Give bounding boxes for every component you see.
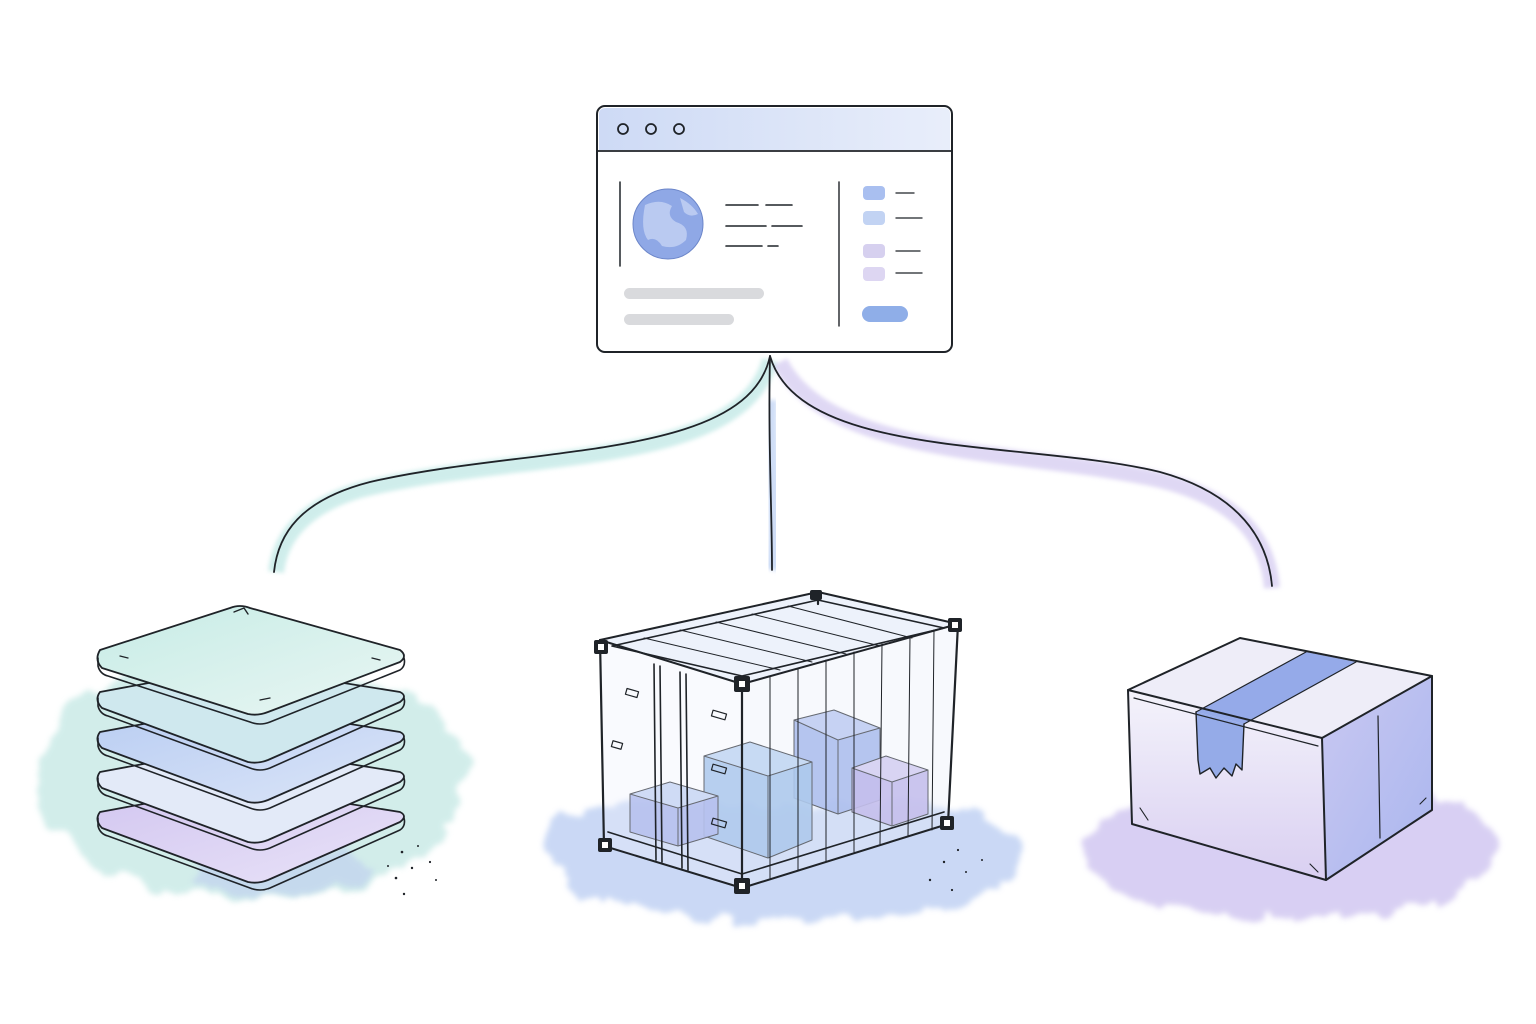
box-icon <box>1085 637 1498 918</box>
layer-1 <box>96 605 406 725</box>
window-dot-2 <box>645 123 657 135</box>
connectors <box>268 355 1280 589</box>
cargo-cubes <box>629 709 929 859</box>
browser-window-icon <box>596 105 953 353</box>
connector-to-layer-stack <box>273 355 771 573</box>
connector-wash-left <box>268 357 778 574</box>
ink-speckles-left <box>387 845 437 896</box>
packing-tape <box>1196 652 1356 724</box>
ink-speckles-middle <box>928 848 983 892</box>
text-lines <box>725 204 803 247</box>
container-icon <box>548 590 1015 921</box>
window-dot-3 <box>673 123 685 135</box>
placeholder-bar-2 <box>624 314 734 325</box>
globe-icon <box>632 188 704 260</box>
side-list <box>862 186 923 322</box>
connector-wash-right <box>772 358 1280 589</box>
browser-title-bar <box>599 108 950 150</box>
connector-to-box <box>769 355 1273 587</box>
container-frame <box>594 590 962 894</box>
connector-to-container <box>768 355 773 571</box>
window-dot-1 <box>617 123 629 135</box>
action-pill <box>862 306 908 322</box>
placeholder-bar-1 <box>624 288 764 299</box>
stacked-layers-icon <box>38 605 466 896</box>
